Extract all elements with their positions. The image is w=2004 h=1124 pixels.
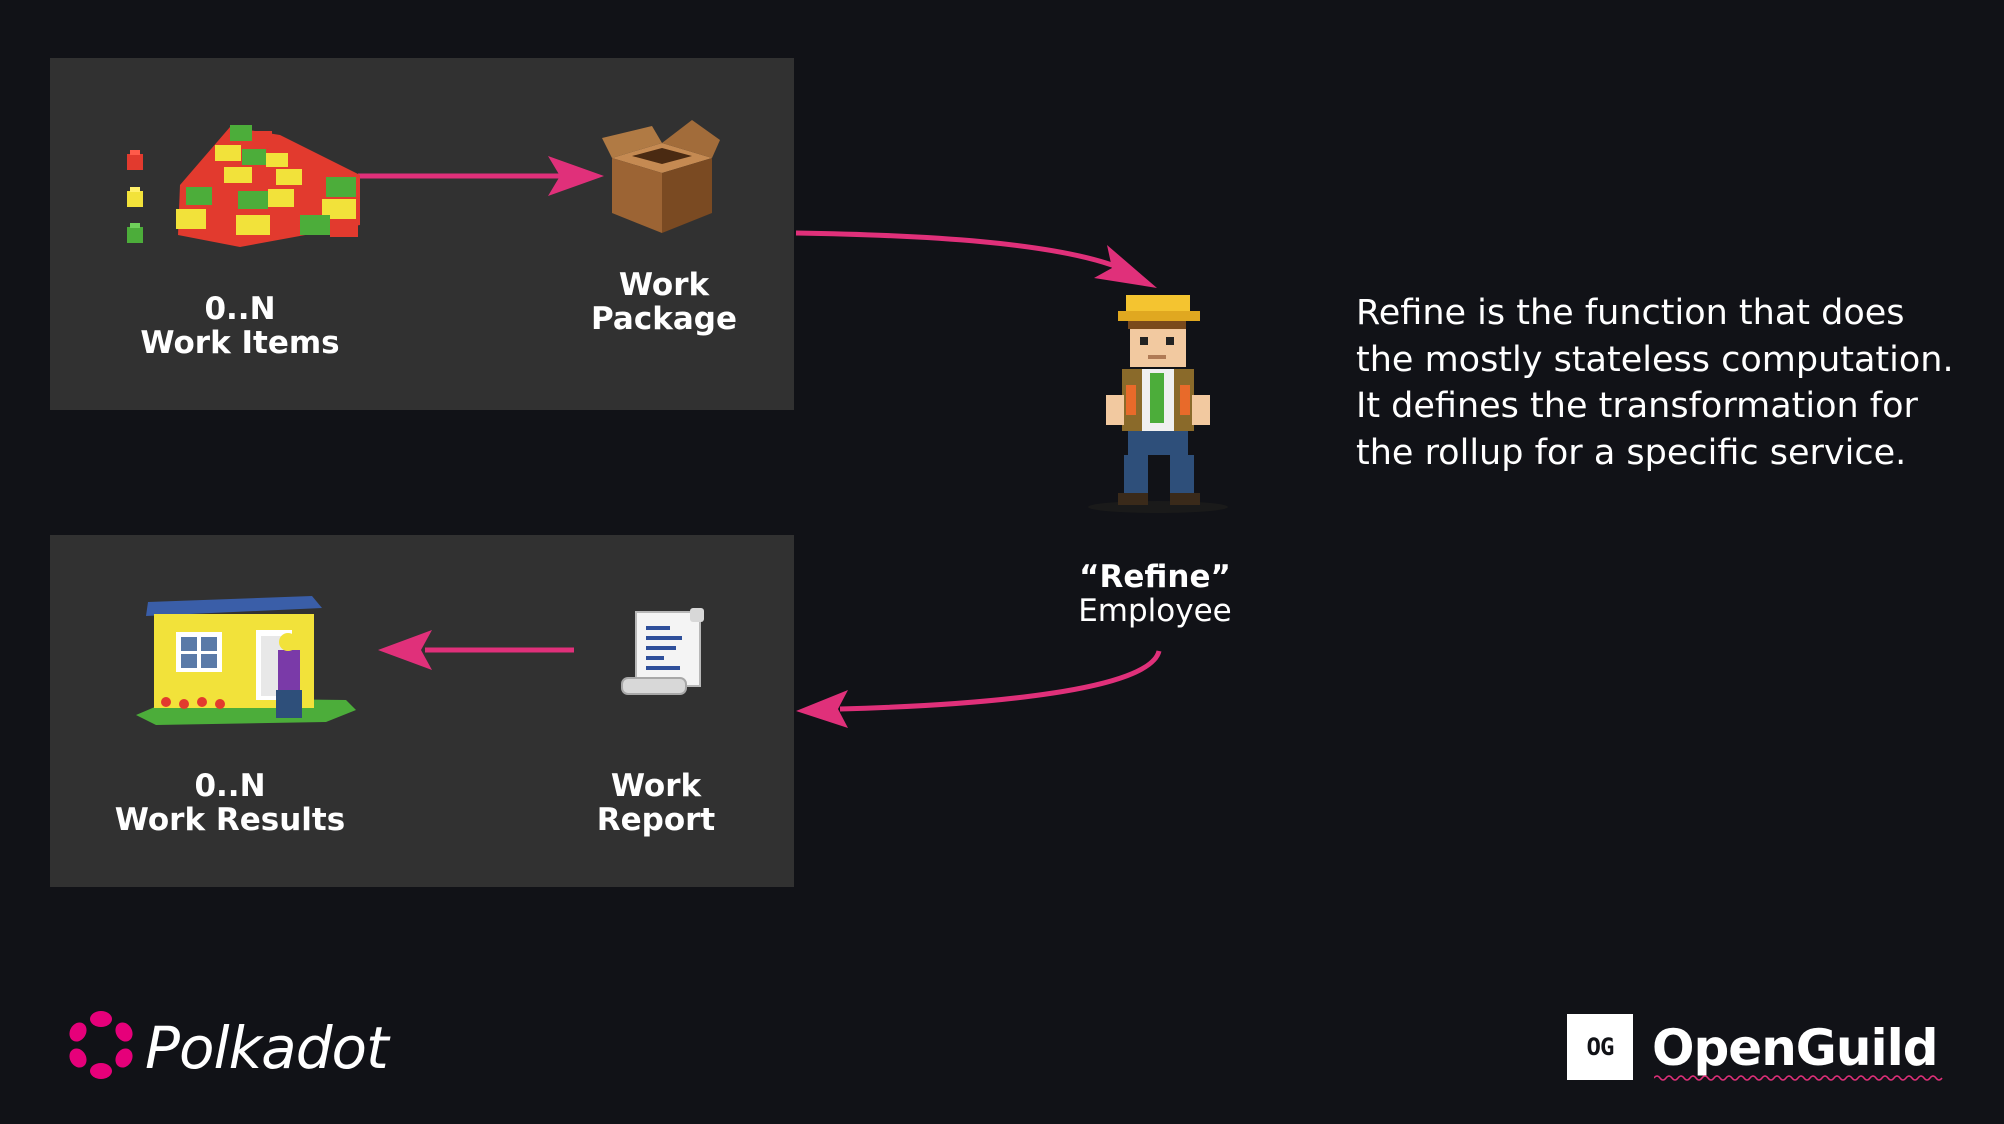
work-package-label: Work Package [574, 268, 754, 336]
work-package-line2: Package [591, 301, 737, 337]
refine-title: “Refine” [1079, 559, 1231, 595]
employee-subtitle: Employee [1078, 593, 1232, 629]
construction-worker-icon [1088, 295, 1228, 513]
refine-employee-label: “Refine” Employee [1060, 560, 1250, 628]
work-items-count: 0..N [204, 291, 276, 327]
work-report-line1: Work [610, 768, 702, 804]
cardboard-box-icon [602, 120, 720, 233]
arrow-items-to-package [358, 156, 604, 196]
work-items-label: 0..N Work Items [120, 292, 360, 360]
polkadot-logo-icon [69, 1011, 133, 1079]
openguild-wordmark: OpenGuild [1652, 1019, 1939, 1077]
work-results-count: 0..N [194, 768, 266, 804]
work-report-line2: Report [596, 802, 716, 838]
work-results-label: 0..N Work Results [90, 769, 370, 837]
openguild-badge-text: OG [1586, 1033, 1615, 1061]
work-results-text: Work Results [114, 802, 346, 838]
paper-scroll-icon [621, 608, 704, 695]
openguild-squiggle-underline [1654, 1075, 1943, 1081]
work-items-text: Work Items [140, 325, 340, 361]
openguild-badge: OG [1567, 1014, 1633, 1080]
arrow-employee-to-report [796, 650, 1162, 728]
refine-description: Refine is the function that does the mos… [1356, 293, 1954, 473]
work-package-panel [50, 58, 794, 410]
work-report-label: Work Report [566, 769, 746, 837]
arrow-report-to-results [378, 630, 574, 670]
polkadot-wordmark: Polkadot [145, 1014, 389, 1082]
work-package-line1: Work [618, 267, 710, 303]
lego-bricks-pile-icon [127, 125, 360, 247]
lego-house-icon [136, 596, 356, 725]
arrow-package-to-employee [795, 230, 1157, 288]
